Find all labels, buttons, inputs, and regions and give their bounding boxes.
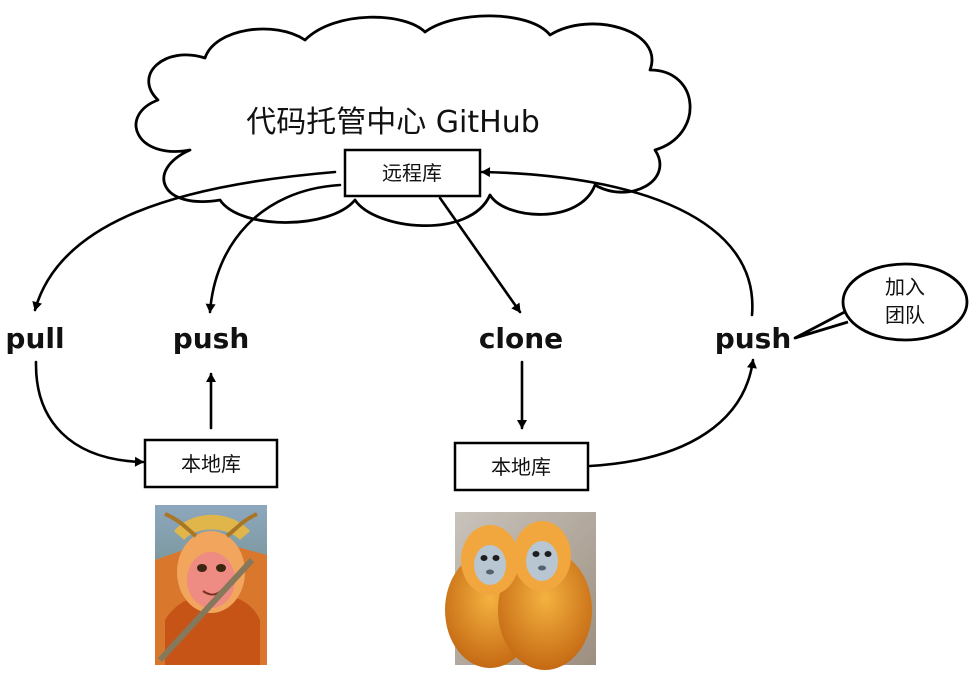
push-label-right: push xyxy=(715,322,792,355)
push-arrow-from-local-right xyxy=(588,358,757,468)
bubble-tail xyxy=(793,303,859,340)
remote-repo-label: 远程库 xyxy=(382,161,442,185)
push-label-left: push xyxy=(173,322,250,355)
push-arrow-to-remote-left xyxy=(205,183,342,314)
clone-label: clone xyxy=(479,322,563,355)
pull-label: pull xyxy=(5,322,64,355)
github-cloud xyxy=(134,14,692,228)
bubble-line-2: 团队 xyxy=(885,303,925,327)
local-repo-box-right xyxy=(453,441,590,492)
clone-arrow-from-remote xyxy=(438,196,522,314)
local-repo-label-left: 本地库 xyxy=(181,452,241,476)
local-repo-box-left xyxy=(143,438,279,489)
local-repo-label-right: 本地库 xyxy=(491,455,551,479)
bubble-line-1: 加入 xyxy=(885,275,925,299)
two-golden-monkeys-photo-icon xyxy=(445,512,596,670)
monkey-king-portrait-icon xyxy=(155,505,267,665)
bubble-tail-mask xyxy=(850,296,870,316)
push-arrow-to-remote-right xyxy=(480,167,754,317)
pull-arrow-from-remote xyxy=(32,170,337,312)
cloud-title: 代码托管中心 GitHub xyxy=(246,105,540,140)
join-team-bubble xyxy=(841,262,969,342)
pull-arrow-to-local xyxy=(34,360,145,467)
remote-repo-box xyxy=(343,148,482,198)
